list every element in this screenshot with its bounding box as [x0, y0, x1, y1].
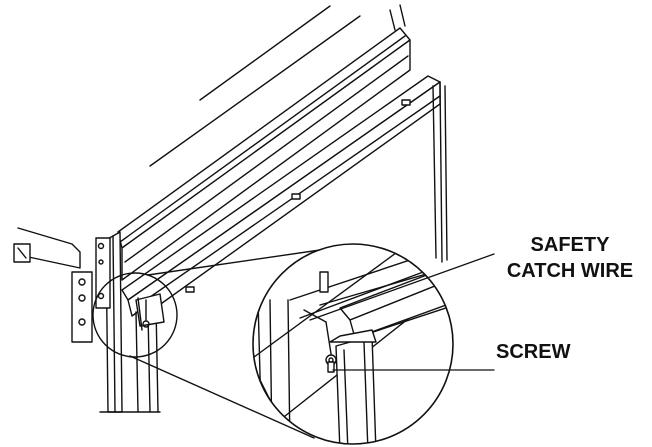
safety-catch-wire-label: SAFETY CATCH WIRE — [495, 232, 645, 284]
zoom-line-bottom — [129, 355, 315, 439]
left-post — [95, 231, 123, 413]
magnified-view — [253, 244, 453, 444]
magnified-circle-outline — [252, 243, 454, 445]
corner-detail-small — [135, 293, 165, 331]
safety-label-line2: CATCH WIRE — [506, 260, 634, 282]
left-bracket — [13, 227, 105, 343]
safety-wire-leader — [309, 253, 495, 321]
front-frame — [99, 75, 448, 413]
safety-label-line1: SAFETY — [530, 234, 610, 256]
screw-label: SCREW — [496, 341, 571, 363]
detail-source-circle — [92, 272, 178, 358]
zoom-line-top — [147, 249, 321, 276]
back-panel — [117, 4, 411, 281]
